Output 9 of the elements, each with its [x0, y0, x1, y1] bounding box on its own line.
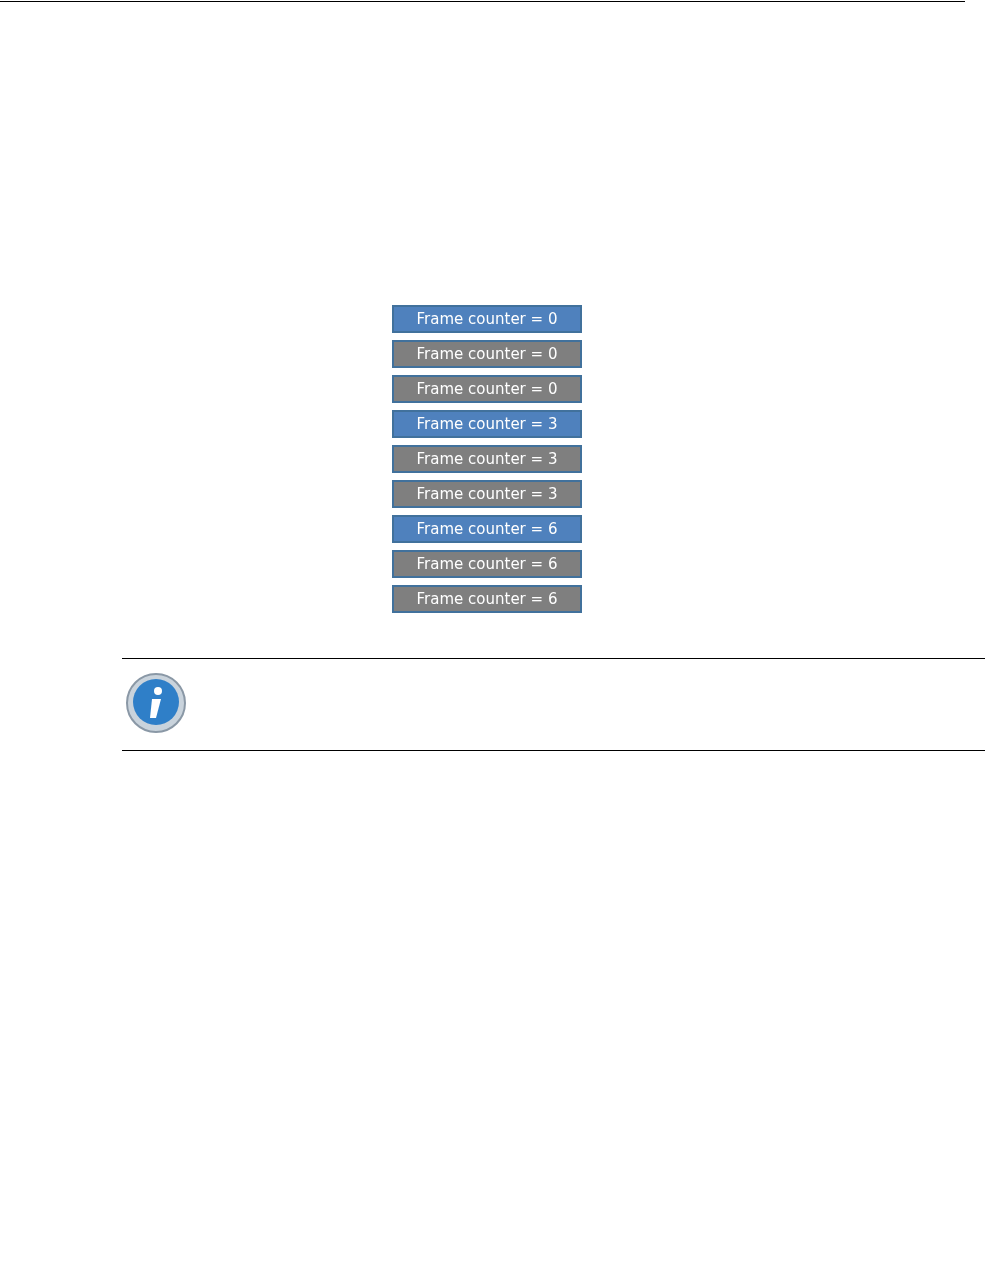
frame-counter-box: Frame counter = 3 — [392, 480, 582, 508]
frame-counter-box: Frame counter = 0 — [392, 340, 582, 368]
frame-counter-box: Frame counter = 0 — [392, 375, 582, 403]
frame-counter-box: Frame counter = 6 — [392, 515, 582, 543]
frame-counter-box: Frame counter = 6 — [392, 585, 582, 613]
frame-counter-box: Frame counter = 0 — [392, 305, 582, 333]
frame-counter-box: Frame counter = 3 — [392, 445, 582, 473]
frame-counter-box: Frame counter = 6 — [392, 550, 582, 578]
frame-counter-box: Frame counter = 3 — [392, 410, 582, 438]
